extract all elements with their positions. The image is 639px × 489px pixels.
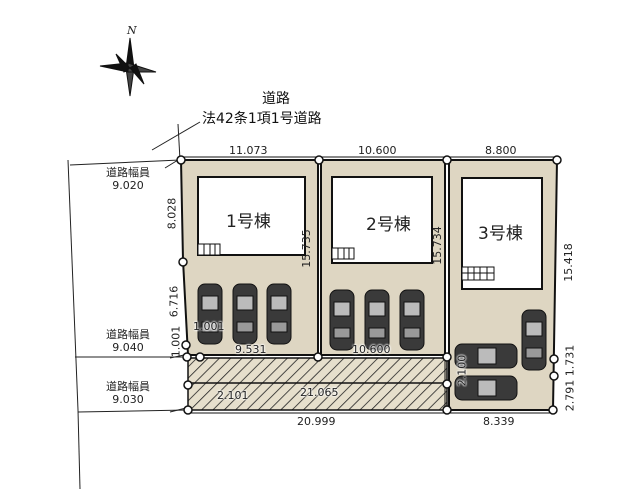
car-icon	[197, 283, 223, 345]
road-width-value: 9.030	[112, 393, 144, 406]
dim-lot2-front: 10.600	[352, 343, 391, 356]
car-icon	[232, 283, 258, 345]
road-width-2: 道路幅員 9.040	[88, 328, 168, 354]
road-width-value: 9.040	[112, 341, 144, 354]
dim-left-corner: 1.001	[169, 325, 183, 358]
car-icon	[521, 309, 547, 371]
dim-left-lower: 6.716	[167, 285, 181, 318]
road-width-3: 道路幅員 9.030	[88, 380, 168, 406]
car-icon	[454, 375, 518, 401]
road-lines	[67, 121, 201, 489]
entrance-3	[461, 266, 495, 281]
road-width-value: 9.020	[112, 179, 144, 192]
cars	[197, 283, 547, 401]
car-icon	[364, 289, 390, 351]
road-designation: 法42条1項1号道路	[202, 111, 322, 127]
entrance-2	[331, 247, 355, 260]
road-width-1: 道路幅員 9.020	[88, 166, 168, 192]
dim-lot1-lot2-boundary: 15.735	[299, 229, 313, 268]
dim-lot1-front: 9.531	[235, 343, 267, 356]
private-road	[187, 357, 448, 411]
dim-private-road-length: 21.065	[300, 386, 339, 399]
dim-private-road-width: 2.101	[217, 389, 249, 402]
dim-top-lot2: 10.600	[358, 144, 397, 157]
dim-right-edge: 15.418	[561, 243, 575, 282]
entrance-1	[197, 243, 221, 256]
dim-lot3-bottom: 8.339	[483, 415, 515, 428]
road-width-label: 道路幅員	[106, 380, 150, 393]
dim-lot3-parking: 2.100	[455, 354, 469, 387]
building-1-label: 1号棟	[226, 212, 271, 232]
dim-corner-inner: 1.001	[193, 320, 225, 333]
boundary-markers	[176, 155, 562, 415]
dim-top-lot3: 8.800	[485, 144, 517, 157]
road-width-label: 道路幅員	[106, 328, 150, 341]
dim-lot2-lot3-boundary: 15.734	[430, 226, 444, 265]
dim-bottom-total: 20.999	[297, 415, 336, 428]
north-arrow-icon	[99, 37, 157, 97]
car-icon	[399, 289, 425, 351]
car-icon	[454, 343, 518, 369]
north-label: N	[127, 24, 137, 37]
dim-top-lot1: 11.073	[229, 144, 268, 157]
car-icon	[329, 289, 355, 351]
road-width-label: 道路幅員	[106, 166, 150, 179]
dim-right-lower: 2.791	[563, 379, 577, 412]
road-title: 道路	[262, 91, 290, 107]
car-icon	[266, 283, 292, 345]
dim-left-upper: 8.028	[165, 197, 179, 230]
building-3-label: 3号棟	[478, 224, 523, 244]
building-1	[197, 176, 306, 256]
dim-right-lower2: 1.731	[563, 344, 577, 377]
building-2-label: 2号棟	[366, 215, 411, 235]
